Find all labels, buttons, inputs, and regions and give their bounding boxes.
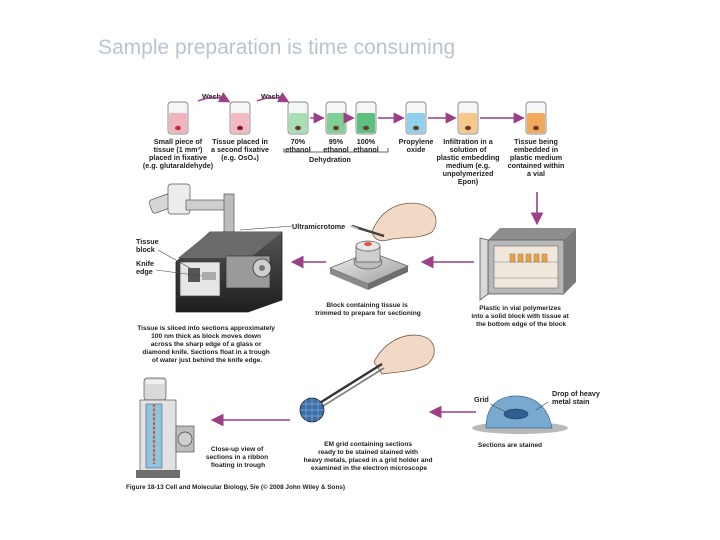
vial-liquid	[231, 113, 249, 133]
drop-leader	[535, 401, 549, 411]
vial-8	[525, 101, 547, 135]
polymerize-label: Plastic in vial polymerizes into a solid…	[471, 305, 570, 328]
block-trimmed-label: Block containing tissue is trimmed to pr…	[315, 302, 421, 317]
closeup-label: Close-up view of sections in a ribbon fl…	[206, 446, 270, 469]
drop-label: Drop of heavy metal stain	[552, 389, 602, 406]
tissue-piece	[533, 125, 539, 131]
dehydration-bracket	[283, 148, 389, 153]
vial-liquid	[289, 113, 307, 133]
vial-liquid	[459, 113, 477, 133]
grid-leader	[489, 403, 509, 414]
tissue-piece	[333, 125, 339, 131]
wash-label-2: Wash	[261, 92, 280, 101]
tissue-piece	[363, 125, 369, 131]
dehydration-label: Dehydration	[309, 155, 351, 164]
vial-liquid	[407, 113, 425, 133]
tissue-piece	[175, 125, 181, 131]
em-grid-label: EM grid containing sections ready to be …	[304, 441, 435, 472]
oven	[479, 192, 576, 301]
tissue-block-leader	[157, 249, 191, 269]
tissue-block-label: Tissue block	[136, 237, 161, 254]
tissue-piece	[237, 125, 243, 131]
vial-label-4: 95%ethanol	[323, 137, 349, 154]
vial-1	[167, 101, 189, 135]
sliced-label: Tissue is sliced into sections approxima…	[137, 325, 277, 364]
closeup-trough	[136, 377, 195, 478]
tissue-piece	[465, 125, 471, 131]
vial-label-3: 70%ethanol	[285, 137, 311, 154]
wash-arrow-1	[197, 92, 231, 103]
figure-caption: Figure 18-13 Cell and Molecular Biology,…	[126, 483, 345, 491]
stained-label: Sections are stained	[478, 442, 542, 449]
vial-liquid	[169, 113, 187, 133]
wash-label-1: Wash	[202, 92, 221, 101]
ultramicrotome-leader	[239, 225, 293, 231]
vial-liquid	[327, 113, 345, 133]
vial-6	[405, 101, 427, 135]
vial-label-5: 100%ethanol	[353, 137, 379, 154]
trimming-stage	[328, 202, 437, 290]
wash-arrow-2	[256, 92, 290, 103]
knife-edge-leader	[155, 269, 203, 277]
tissue-piece	[413, 125, 419, 131]
vial-7	[457, 101, 479, 135]
vial-5	[355, 101, 377, 135]
ultramicrotome	[148, 183, 283, 313]
stain-drop	[472, 395, 568, 434]
slide-title: Sample preparation is time consuming	[98, 36, 456, 59]
grid-label: Grid	[474, 395, 489, 404]
tissue-piece	[295, 125, 301, 131]
vial-4	[325, 101, 347, 135]
vial-2	[229, 101, 251, 135]
vial-liquid	[527, 113, 545, 133]
ultramicrotome-label: Ultramicrotome	[292, 222, 345, 231]
vial-liquid	[357, 113, 375, 133]
knife-edge-label: Knife edge	[136, 259, 156, 276]
forceps-with-grid	[299, 334, 435, 423]
vial-3	[287, 101, 309, 135]
